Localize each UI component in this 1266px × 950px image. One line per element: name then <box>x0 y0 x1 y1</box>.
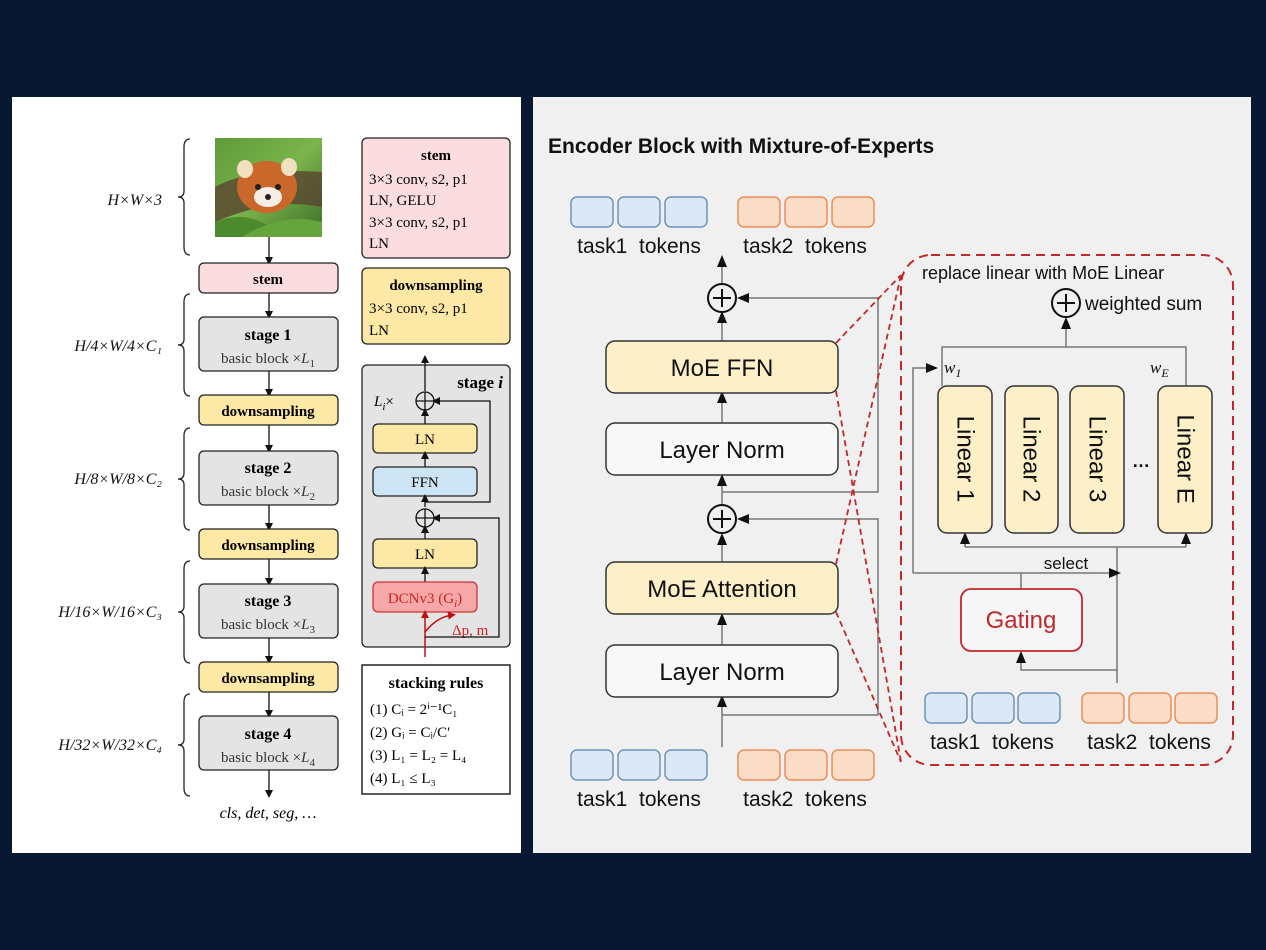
stem-detail-title: stem <box>421 148 451 164</box>
stacking-rule: (3) L₁ = L₂ = L₄ <box>370 748 466 764</box>
flow-lines <box>717 255 879 747</box>
experts-ellipsis: … <box>1132 451 1150 471</box>
panel-title: Encoder Block with Mixture-of-Experts <box>548 135 934 158</box>
moe-attention-block <box>605 561 839 615</box>
weighted-sum-icon <box>1051 288 1081 318</box>
right-diagram: Encoder Block with Mixture-of-Experts ta… <box>548 135 1234 811</box>
layer-norm-top-label: Layer Norm <box>659 437 784 464</box>
weighted-sum-label: weighted sum <box>1084 294 1202 315</box>
task2-tokens-label: task2 tokens <box>1087 731 1211 754</box>
stacking-rule: (4) L₁ ≤ L₃ <box>370 771 436 787</box>
expert-linear-2: Linear 2 <box>1004 385 1059 534</box>
stage-3-title: stage 3 <box>245 593 292 610</box>
stem-detail-line: 3×3 conv, s2, p1 <box>369 172 468 188</box>
moe-ffn-label: MoE FFN <box>671 355 774 382</box>
downsampling-detail-box: downsampling 3×3 conv, s2, p1 LN <box>361 267 511 345</box>
gating-block <box>960 588 1083 652</box>
ln-bottom-label: LN <box>415 547 435 563</box>
layer-norm-bottom-label: Layer Norm <box>659 659 784 686</box>
task2-tokens-label: task2 tokens <box>743 235 867 258</box>
stage-2-subtitle: basic block ×L2 <box>221 484 315 503</box>
gating-label: Gating <box>986 607 1057 634</box>
stem-detail-box: stem 3×3 conv, s2, p1 LN, GELU 3×3 conv,… <box>361 137 511 259</box>
zoom-connectors <box>835 274 902 763</box>
expert-label: Linear 1 <box>952 416 979 503</box>
stem-detail-line: 3×3 conv, s2, p1 <box>369 215 468 231</box>
stage-i-title: stage i <box>457 373 503 392</box>
dim-label-stage1: H/4×W/4×C₁ <box>73 338 162 355</box>
stage-i-detail-box: stage i Li× LN FFN LN DCNv3 (Gi) Δp, m <box>361 355 511 657</box>
offset-mask-label: Δp, m <box>452 623 489 639</box>
residual-add-icon <box>707 283 737 313</box>
moe-task2-tokens: task2 tokens <box>1081 692 1218 754</box>
output-task1-tokens: task1 tokens <box>570 196 708 258</box>
output-task2-tokens: task2 tokens <box>737 196 875 258</box>
layer-norm-bottom-block <box>605 644 839 698</box>
stem-detail-line: LN <box>369 236 389 252</box>
output-tasks-label: cls, det, seg, … <box>220 805 317 822</box>
repeat-count-label: Li× <box>373 394 394 413</box>
stacking-rules-title: stacking rules <box>389 675 484 692</box>
moe-box-title: replace linear with MoE Linear <box>922 263 1164 283</box>
task2-tokens-label: task2 tokens <box>743 788 867 811</box>
dim-label-stage3: H/16×W/16×C₃ <box>57 604 162 621</box>
task1-tokens-label: task1 tokens <box>577 235 701 258</box>
ln-top-label: LN <box>415 432 435 448</box>
expert-label: Linear E <box>1172 414 1199 503</box>
downsampling-label-1: downsampling <box>221 404 315 420</box>
stacking-rule: (2) Gᵢ = Cᵢ/C′ <box>370 725 450 741</box>
moe-internal-lines <box>912 317 1191 683</box>
stem-detail-line: LN, GELU <box>369 193 437 209</box>
stage-1-title: stage 1 <box>245 327 292 344</box>
weight-w1-label: w1 <box>944 358 961 380</box>
moe-ffn-block <box>605 340 839 394</box>
main-pipeline: stem stage 1 basic block ×L1 downsamplin… <box>198 237 339 822</box>
task1-tokens-label: task1 tokens <box>577 788 701 811</box>
moe-attention-label: MoE Attention <box>647 576 796 603</box>
left-diagram: H×W×3 H/4×W/4×C₁ H/8×W/8×C₂ H/16×W/16×C₃… <box>57 137 511 822</box>
stem-label: stem <box>253 272 283 288</box>
input-task2-tokens: task2 tokens <box>737 749 875 811</box>
stage-4-subtitle: basic block ×L4 <box>221 750 315 769</box>
expert-label: Linear 3 <box>1084 416 1111 503</box>
stage-1-subtitle: basic block ×L1 <box>221 351 315 370</box>
moe-task1-tokens: task1 tokens <box>924 692 1061 754</box>
dcnv3-label: DCNv3 (Gi) <box>388 591 462 610</box>
moe-linear-detail-box <box>900 254 1234 766</box>
layer-norm-top-block <box>605 422 839 476</box>
stacking-rules-box: stacking rules (1) Cᵢ = 2ⁱ⁻¹C₁ (2) Gᵢ = … <box>361 664 511 795</box>
dimension-braces <box>177 138 191 797</box>
expert-label: Linear 2 <box>1018 416 1045 503</box>
stage-2-title: stage 2 <box>245 460 292 477</box>
downsampling-label-3: downsampling <box>221 671 315 687</box>
expert-linear-1: Linear 1 <box>937 385 993 534</box>
downsampling-label-2: downsampling <box>221 538 315 554</box>
ffn-label: FFN <box>411 475 439 491</box>
expert-linear-e: Linear E <box>1157 385 1213 534</box>
select-label: select <box>1044 554 1089 573</box>
dim-label-input: H×W×3 <box>107 192 162 209</box>
downsampling-detail-line: LN <box>369 323 389 339</box>
residual-add-icon <box>707 504 737 534</box>
expert-linear-3: Linear 3 <box>1069 385 1125 534</box>
weight-wE-label: wE <box>1150 358 1169 380</box>
internimage-architecture-panel: H×W×3 H/4×W/4×C₁ H/8×W/8×C₂ H/16×W/16×C₃… <box>12 97 521 853</box>
moe-encoder-panel: Encoder Block with Mixture-of-Experts ta… <box>533 97 1251 853</box>
stage-4-title: stage 4 <box>245 726 292 743</box>
task1-tokens-label: task1 tokens <box>930 731 1054 754</box>
input-task1-tokens: task1 tokens <box>570 749 708 811</box>
dim-label-stage4: H/32×W/32×C₄ <box>57 737 162 754</box>
stage-3-subtitle: basic block ×L3 <box>221 617 315 636</box>
downsampling-detail-title: downsampling <box>389 278 483 294</box>
input-image <box>215 138 322 237</box>
stacking-rule: (1) Cᵢ = 2ⁱ⁻¹C₁ <box>370 702 458 718</box>
downsampling-detail-line: 3×3 conv, s2, p1 <box>369 301 468 317</box>
dim-label-stage2: H/8×W/8×C₂ <box>73 471 162 488</box>
